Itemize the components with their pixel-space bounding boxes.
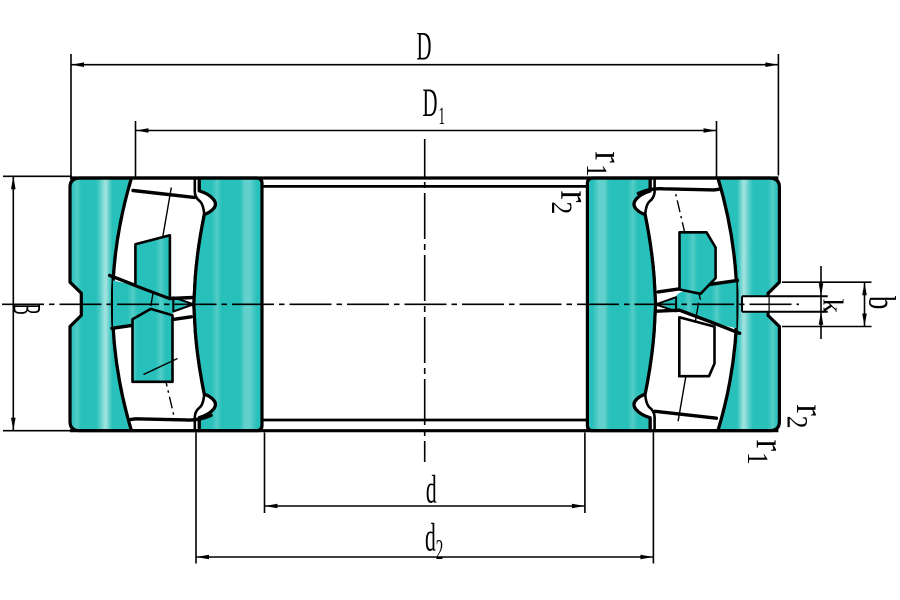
svg-text:r: r <box>586 152 630 164</box>
svg-text:2: 2 <box>544 202 577 215</box>
svg-text:d: d <box>426 467 437 512</box>
svg-text:r: r <box>747 440 792 452</box>
svg-text:D: D <box>422 81 437 125</box>
svg-text:r: r <box>552 191 598 203</box>
svg-text:1: 1 <box>579 164 612 177</box>
svg-text:1: 1 <box>740 452 773 465</box>
svg-text:2: 2 <box>780 416 813 429</box>
svg-text:D: D <box>416 24 431 68</box>
svg-text:b: b <box>860 296 900 309</box>
svg-text:r: r <box>787 405 831 417</box>
svg-text:d: d <box>425 515 436 560</box>
svg-text:B: B <box>4 304 48 315</box>
svg-text:k: k <box>817 299 849 314</box>
svg-text:1: 1 <box>439 103 445 131</box>
svg-text:2: 2 <box>436 534 444 565</box>
